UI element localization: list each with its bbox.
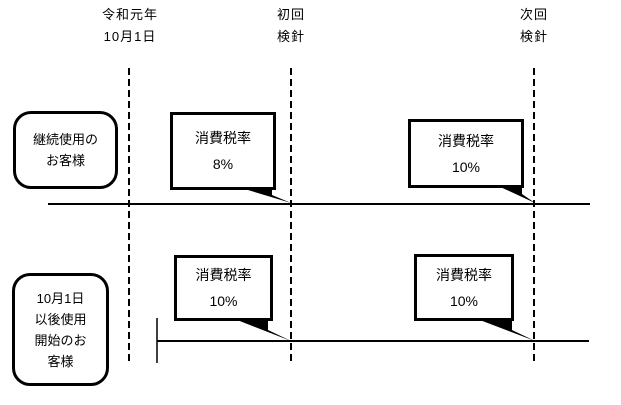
customer-box-new-start: 10月1日 以後使用 開始のお 客様 [12,273,109,386]
bubble-tail-continuing-after [496,185,535,203]
customer-box-continuing-label: 継続使用の お客様 [32,132,98,168]
bubble-tail-new-start-before [232,318,291,341]
speech-bubble-new-start-before: 消費税率 10% [174,255,273,321]
milestone-label-next-reading: 次回 検針 [519,7,548,44]
bubble-tail-continuing-before [238,187,291,203]
milestone-label-reiwa-date: 令和元年 10月1日 [101,7,158,44]
speech-bubble-continuing-before: 消費税率 8% [170,112,276,190]
speech-bubble-new-start-before-text: 消費税率 10% [195,267,252,309]
customer-box-new-start-label: 10月1日 以後使用 開始のお 客様 [34,290,87,369]
speech-bubble-continuing-before-text: 消費税率 8% [195,130,251,172]
customer-box-continuing: 継続使用の お客様 [13,111,118,189]
bubble-tail-new-start-after [472,317,535,341]
speech-bubble-new-start-after-text: 消費税率 10% [436,266,492,309]
speech-bubble-continuing-after-text: 消費税率 10% [438,132,494,175]
speech-bubble-continuing-after: 消費税率 10% [408,119,524,188]
milestone-label-first-reading: 初回 検針 [276,7,305,44]
speech-bubble-new-start-after: 消費税率 10% [414,254,514,321]
